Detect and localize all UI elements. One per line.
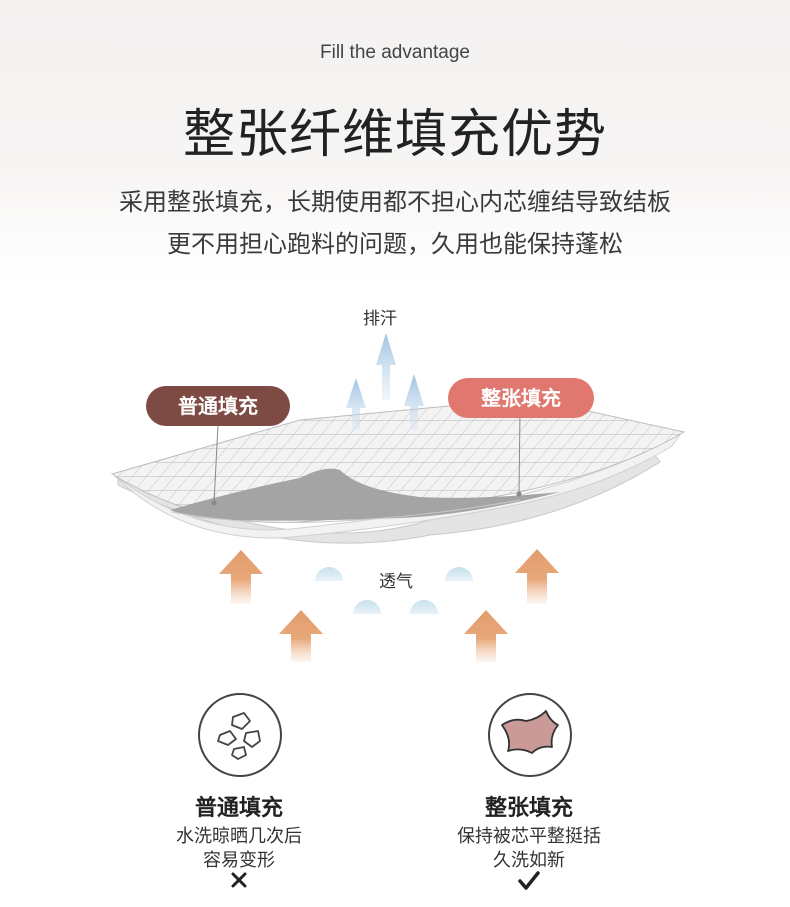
normal-fill-title: 普通填充 [194, 796, 283, 821]
check-icon [409, 870, 649, 896]
whole-fiber-sheet-icon [488, 693, 572, 777]
normal-fill-pill: 普通填充 [146, 386, 290, 426]
normal-fill-desc-2: 容易变形 [203, 850, 275, 871]
description-line-2: 更不用担心跑料的问题，久用也能保持蓬松 [167, 230, 623, 258]
air-bubbles-icon [315, 567, 473, 614]
cross-icon [119, 870, 359, 894]
sweat-arrows-icon [346, 333, 424, 430]
whole-fill-desc-2: 久洗如新 [493, 850, 565, 871]
broken-fiber-icon [198, 693, 282, 777]
description-line-1: 采用整张填充，长期使用都不担心内芯缠结导致结板 [119, 188, 671, 216]
page-title: 整张纤维填充优势 [182, 105, 607, 165]
normal-fill-desc-1: 水洗晾晒几次后 [176, 826, 302, 847]
fiber-layer-peel [170, 468, 560, 521]
whole-fill-pill: 整张填充 [448, 378, 594, 418]
whole-fill-desc-1: 保持被芯平整挺括 [457, 826, 601, 847]
header-background [0, 0, 790, 280]
sweat-label: 排汗 [363, 309, 397, 329]
breathable-label: 透气 [379, 572, 413, 592]
subtitle-english: Fill the advantage [320, 42, 470, 63]
whole-fill-title: 整张填充 [484, 796, 573, 821]
quilt-illustration [110, 333, 686, 662]
breath-arrows-icon [219, 549, 559, 662]
